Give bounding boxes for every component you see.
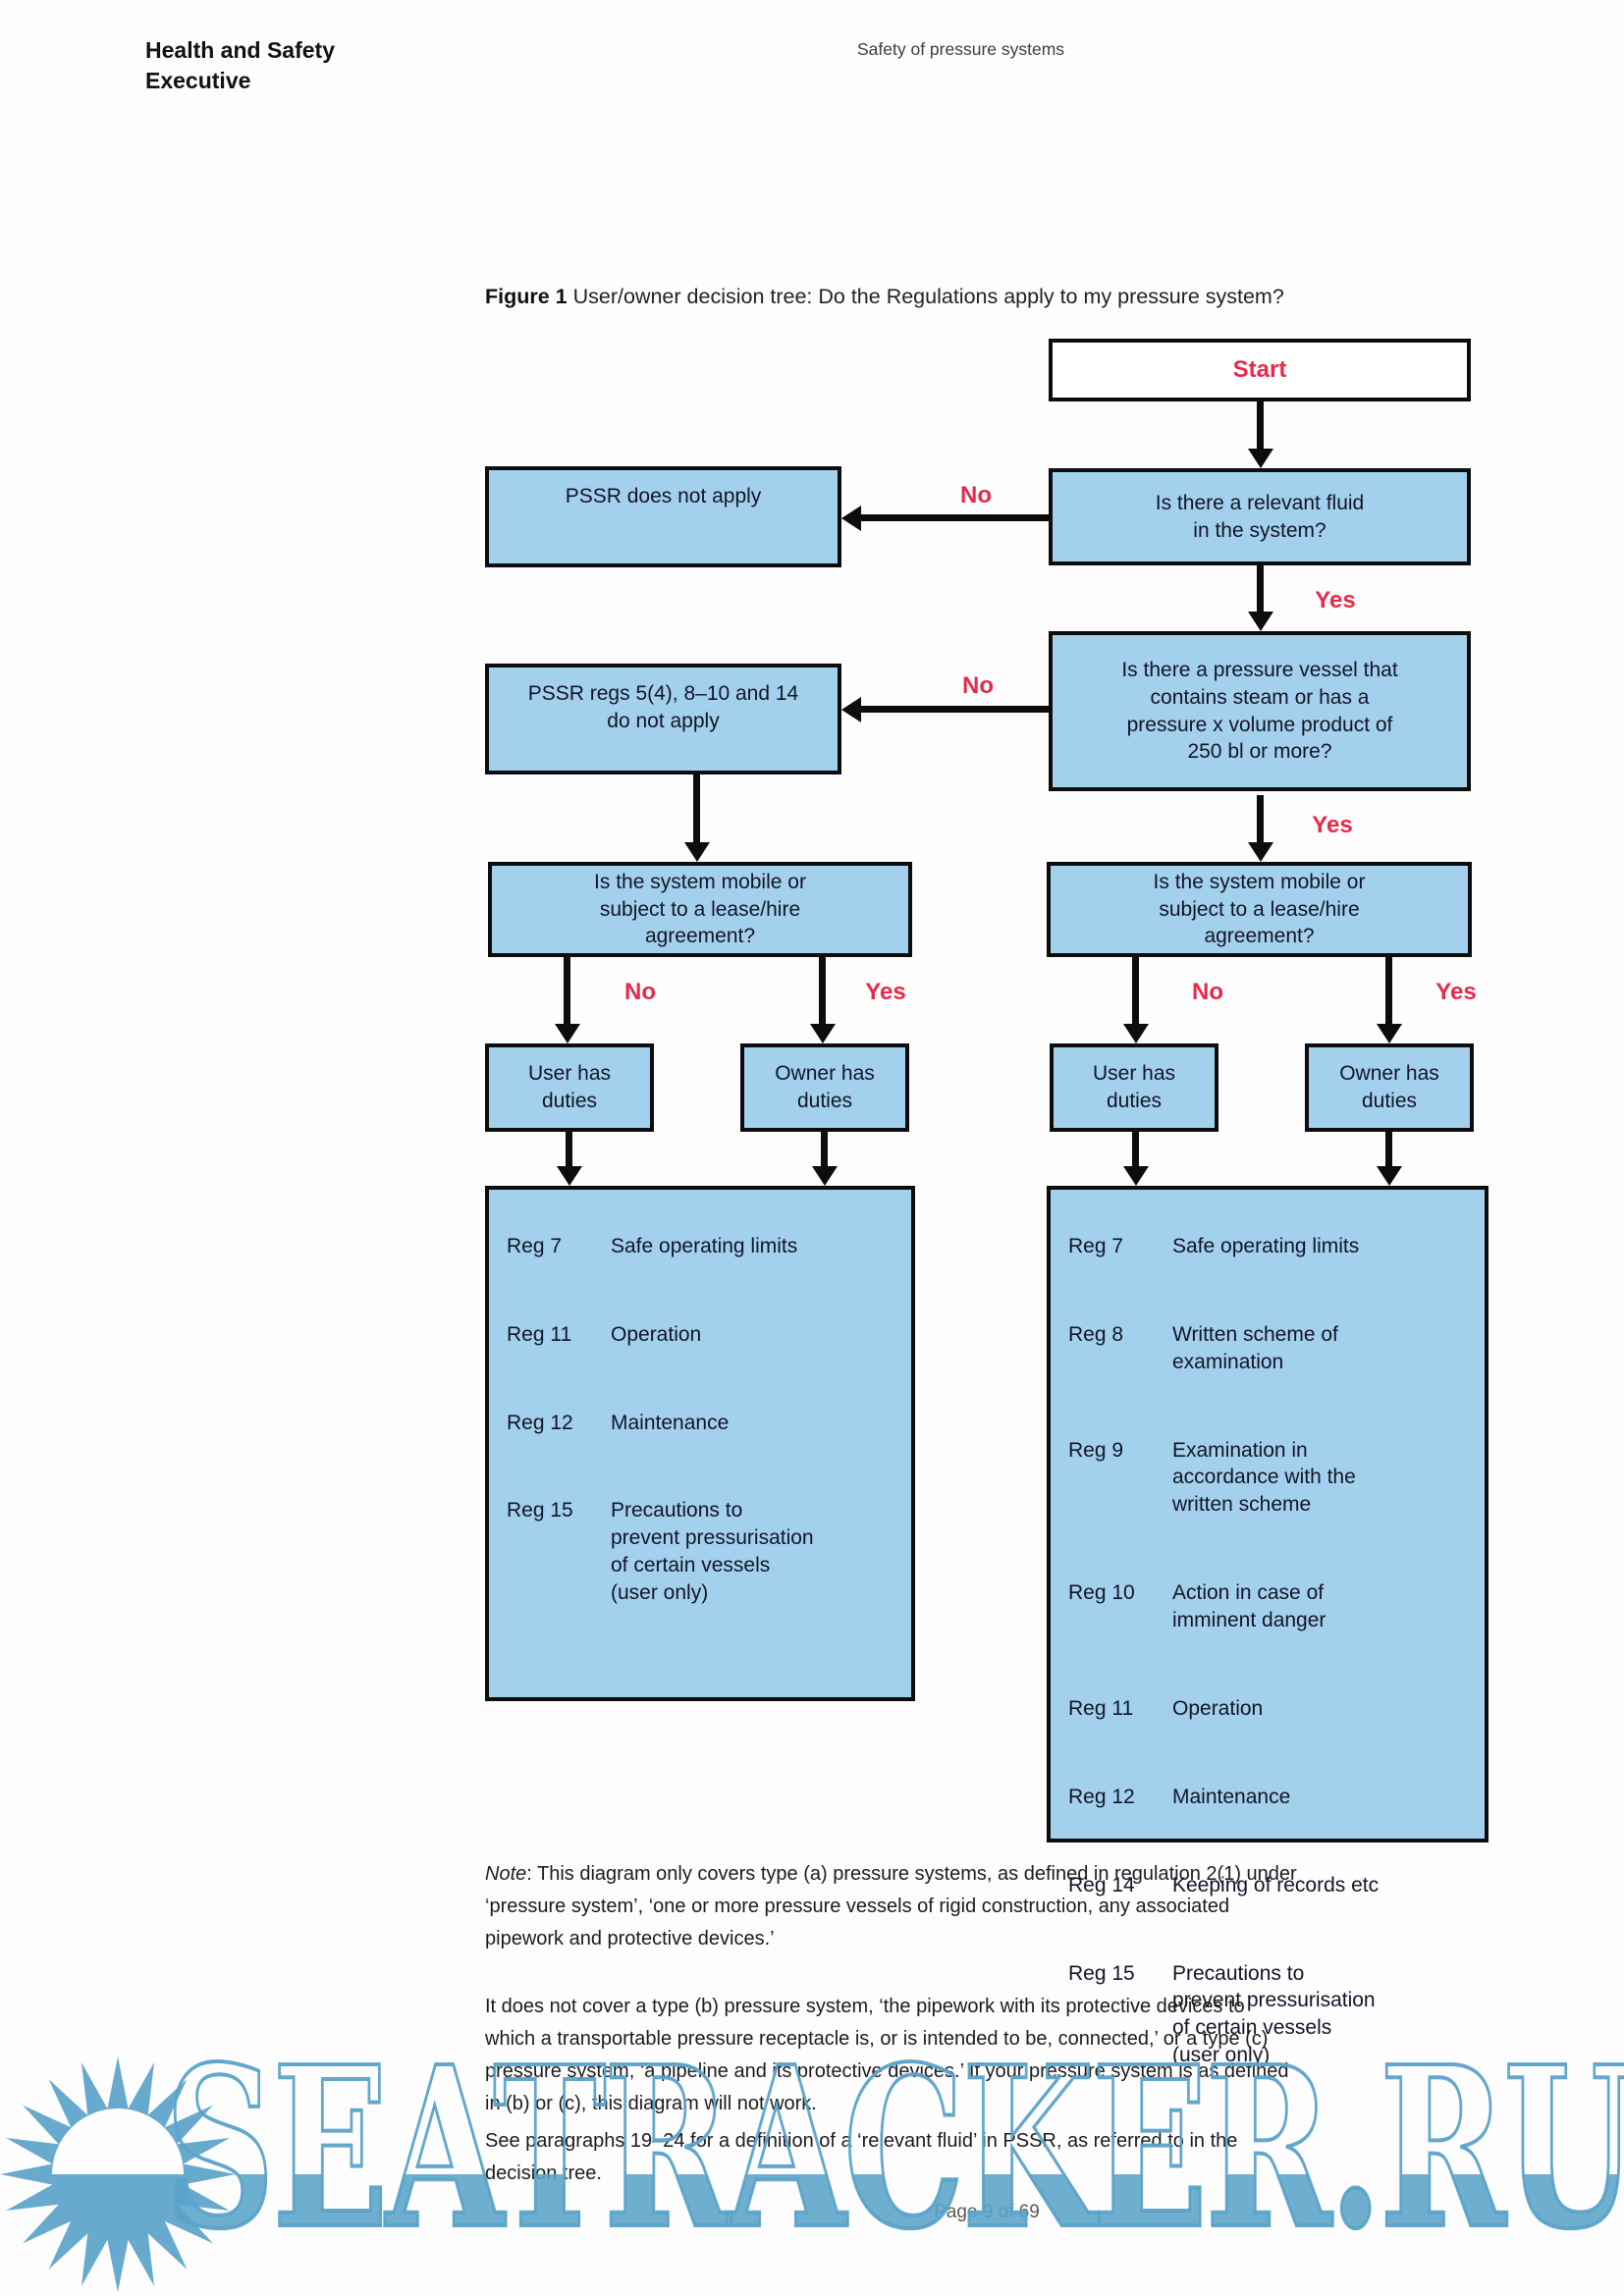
header-org-line1: Health and Safety [145,37,335,63]
reg-desc: Examination in accordance with the writt… [1172,1438,1356,1517]
reg-number: Reg 14 [1068,1873,1135,1896]
box-user-regs-list: Reg 7 Safe operating limits Reg 11 Opera… [485,1186,915,1701]
note-paragraph-3: See paragraphs 19–24 for a definition of… [485,2130,1238,2184]
header-org-line2: Executive [145,68,251,93]
arrow-mobile-left-yes [819,957,826,1024]
reg-number: Reg 12 [507,1411,573,1434]
reg-desc: Action in case of imminent danger [1172,1581,1326,1632]
box-start: Start [1049,339,1471,401]
reg-number: Reg 9 [1068,1438,1124,1462]
label-yes-mobile-right: Yes [1435,979,1477,1005]
arrow-start-to-fluid [1257,401,1264,449]
reg-desc: Safe operating limits [1172,1234,1360,1257]
box-owner-duties-right: Owner has duties [1305,1043,1474,1132]
note-paragraph-1: Note: This diagram only covers type (a) … [485,1858,1477,1955]
label-yes-vessel: Yes [1312,812,1353,838]
reg-number: Reg 7 [1068,1234,1124,1257]
reg-row: Reg 14 Keeping of records etc [1068,1872,1485,1899]
box-system-regs-list: Reg 7 Safe operating limits Reg 8 Writte… [1047,1186,1489,2066]
reg-row: Reg 11 Operation [1068,1695,1485,1723]
arrow-user-left-to-list [566,1132,572,1166]
arrow-mobile-left-no [564,957,570,1024]
page-number: Page 9 of 69 [934,2202,1040,2222]
header-doc-title: Safety of pressure systems [857,39,1065,59]
reg-row: Reg 12 Maintenance [507,1410,911,1437]
figure-caption-text: User/owner decision tree: Do the Regulat… [572,285,1284,308]
box-q-fluid: Is there a relevant fluid in the system? [1049,468,1471,565]
box-pssr-regs-not-apply: PSSR regs 5(4), 8–10 and 14 do not apply [485,664,841,774]
reg-number: Reg 7 [507,1234,563,1257]
arrow-regs-to-mobile [693,774,700,842]
note-label: Note [485,1863,527,1885]
reg-desc: Written scheme of examination [1172,1322,1338,1373]
arrow-mobile-right-no [1132,957,1139,1024]
reg-desc: Operation [1172,1696,1264,1720]
arrow-mobile-right-yes [1385,957,1392,1024]
arrow-fluid-yes [1257,565,1264,612]
box-q-mobile-left: Is the system mobile or subject to a lea… [488,862,912,957]
box-user-duties-right: User has duties [1050,1043,1218,1132]
reg-desc: Maintenance [611,1411,730,1434]
reg-desc: Precautions to prevent pressurisation of… [1172,1961,1376,2067]
reg-desc: Keeping of records etc [1172,1873,1380,1896]
arrow-owner-right-to-list [1385,1132,1392,1166]
label-no-vessel: No [962,672,994,699]
label-yes-fluid: Yes [1315,587,1356,614]
start-label: Start [1232,356,1287,384]
figure-label: Figure 1 [485,285,568,308]
reg-number: Reg 12 [1068,1785,1135,1808]
note-paragraph-1-text: : This diagram only covers type (a) pres… [485,1863,1297,1949]
header-org: Health and Safety Executive [145,35,335,96]
label-no-mobile-left: No [624,979,656,1005]
reg-number: Reg 11 [1068,1696,1134,1720]
reg-row: Reg 12 Maintenance [1068,1784,1485,1811]
arrow-user-right-to-list [1132,1132,1139,1166]
reg-row: Reg 9 Examination in accordance with the… [1068,1437,1485,1520]
label-no-fluid: No [960,482,992,508]
arrow-fluid-no [861,514,1049,521]
reg-desc: Operation [611,1322,702,1346]
reg-number: Reg 11 [507,1322,572,1346]
reg-row: Reg 8 Written scheme of examination [1068,1321,1485,1376]
arrow-owner-left-to-list [821,1132,828,1166]
reg-number: Reg 10 [1068,1581,1135,1605]
box-user-duties-left: User has duties [485,1043,654,1132]
note-paragraph-2: It does not cover a type (b) pressure sy… [485,1996,1289,2114]
box-pssr-not-apply: PSSR does not apply [485,466,841,567]
reg-number: Reg 15 [1068,1961,1135,1985]
arrow-vessel-yes [1257,795,1264,842]
reg-number: Reg 15 [507,1499,573,1522]
reg-number: Reg 8 [1068,1322,1124,1346]
box-owner-duties-left: Owner has duties [740,1043,909,1132]
reg-row: Reg 11 Operation [507,1321,911,1349]
reg-row: Reg 7 Safe operating limits [507,1233,911,1260]
reg-desc: Precautions to prevent pressurisation of… [611,1499,814,1605]
reg-row: Reg 15 Precautions to prevent pressurisa… [1068,1960,1485,2070]
reg-desc: Safe operating limits [611,1234,798,1257]
box-q-vessel: Is there a pressure vessel that contains… [1049,631,1471,791]
figure-caption: Figure 1 User/owner decision tree: Do th… [485,285,1506,309]
arrow-vessel-no [861,706,1049,713]
sun-logo [0,2056,236,2292]
box-q-mobile-right: Is the system mobile or subject to a lea… [1047,862,1472,957]
reg-row: Reg 7 Safe operating limits [1068,1233,1485,1260]
label-no-mobile-right: No [1192,979,1223,1005]
reg-row: Reg 15 Precautions to prevent pressurisa… [507,1497,911,1607]
reg-row: Reg 10 Action in case of imminent danger [1068,1579,1485,1634]
reg-desc: Maintenance [1172,1785,1291,1808]
label-yes-mobile-left: Yes [865,979,906,1005]
